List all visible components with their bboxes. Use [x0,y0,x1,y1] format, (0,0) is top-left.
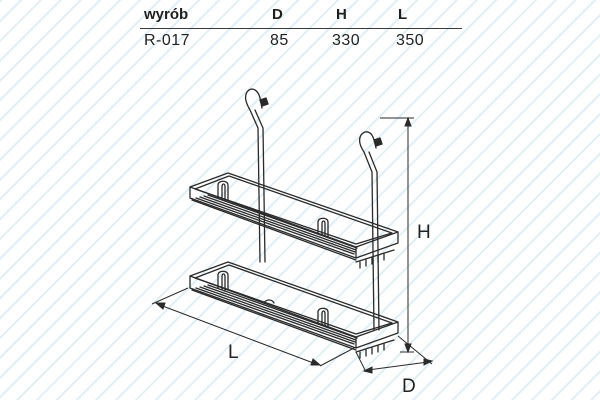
value-l: 350 [396,32,425,49]
header-d: D [272,6,283,23]
depth-dimension [355,335,434,374]
depth-label: D [402,376,416,397]
table-divider [140,28,462,29]
left-hanging-hook [244,88,269,263]
header-product: wyrób [144,6,189,23]
height-label: H [417,222,431,243]
top-shelf [189,172,399,269]
value-product: R-017 [144,32,191,49]
value-h: 330 [332,32,361,49]
spec-table: wyrób D H L R-017 85 330 350 [0,0,600,60]
height-dimension [380,116,414,354]
right-hanging-hook [358,131,383,331]
value-d: 85 [270,32,289,49]
length-dimension [151,287,355,367]
bottom-shelf [189,261,399,359]
length-label: L [228,342,239,363]
header-h: H [336,6,347,23]
header-l: L [398,6,408,23]
